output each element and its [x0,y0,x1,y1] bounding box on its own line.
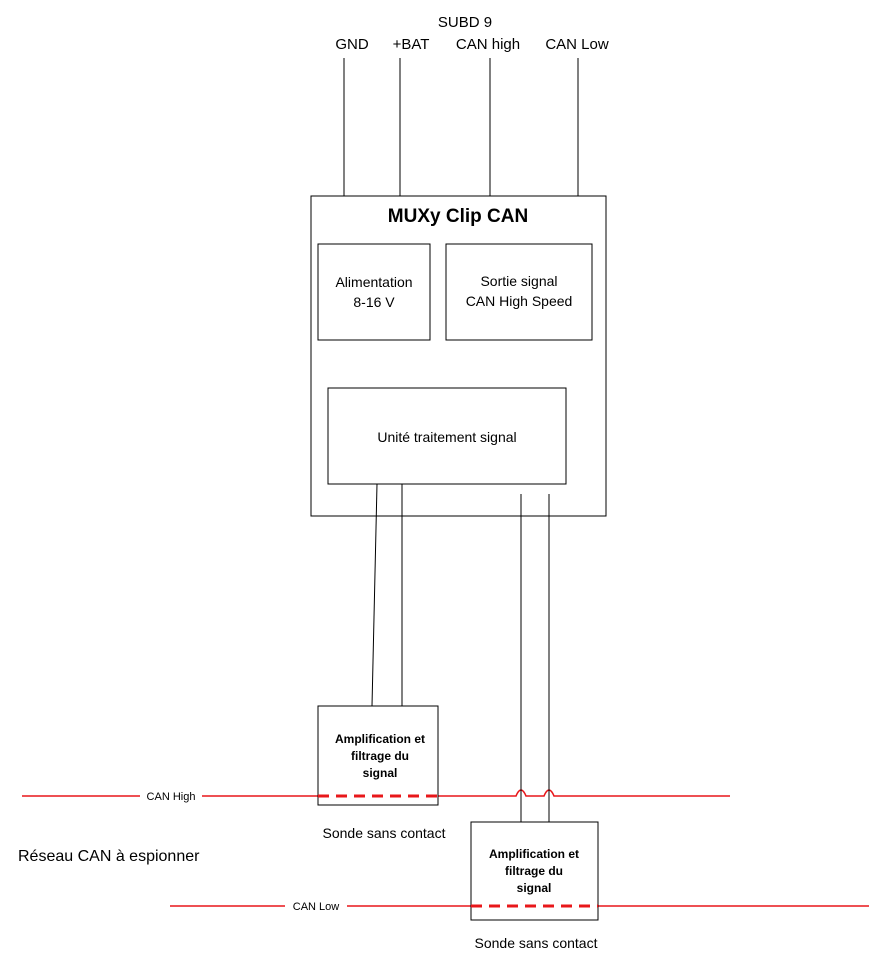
can-high-label: CAN High [147,791,196,803]
processing-block-label: Unité traitement signal [377,429,516,445]
probe-high-line-1: Amplification et [335,732,425,746]
probe-high-caption: Sonde sans contact [323,825,446,841]
can-high-label-bg [140,788,202,803]
output-block-line-2: CAN High Speed [466,293,573,309]
power-block-line-1: Alimentation [335,274,412,290]
probe-high-line-2: filtrage du [351,749,409,763]
can-low-label: CAN Low [293,901,340,913]
wire-probe-high-a [371,483,378,707]
network-label: Réseau CAN à espionner [18,848,200,865]
output-block-line-1: Sortie signal [480,273,557,289]
probe-low-line-3: signal [517,881,552,895]
probe-low-caption: Sonde sans contact [475,935,598,951]
processing-block [327,387,567,485]
probe-low-line-1: Amplification et [489,847,579,861]
device-title: MUXy Clip CAN [388,206,528,227]
can-low-label-bg [285,898,347,913]
output-block [445,243,593,341]
can-high-bus-right [438,789,730,797]
connector-title: SUBD 9 [438,14,492,31]
pin-label-gnd: GND [335,36,369,53]
probe-high-box [317,705,439,806]
pin-label-can-low: CAN Low [545,36,609,53]
pin-label-bat: +BAT [393,36,430,53]
pin-label-can-high: CAN high [456,36,520,53]
probe-low-box [470,821,599,921]
power-block [317,243,431,341]
power-block-line-2: 8-16 V [353,294,395,310]
probe-low-line-2: filtrage du [505,864,563,878]
probe-high-line-3: signal [363,766,398,780]
